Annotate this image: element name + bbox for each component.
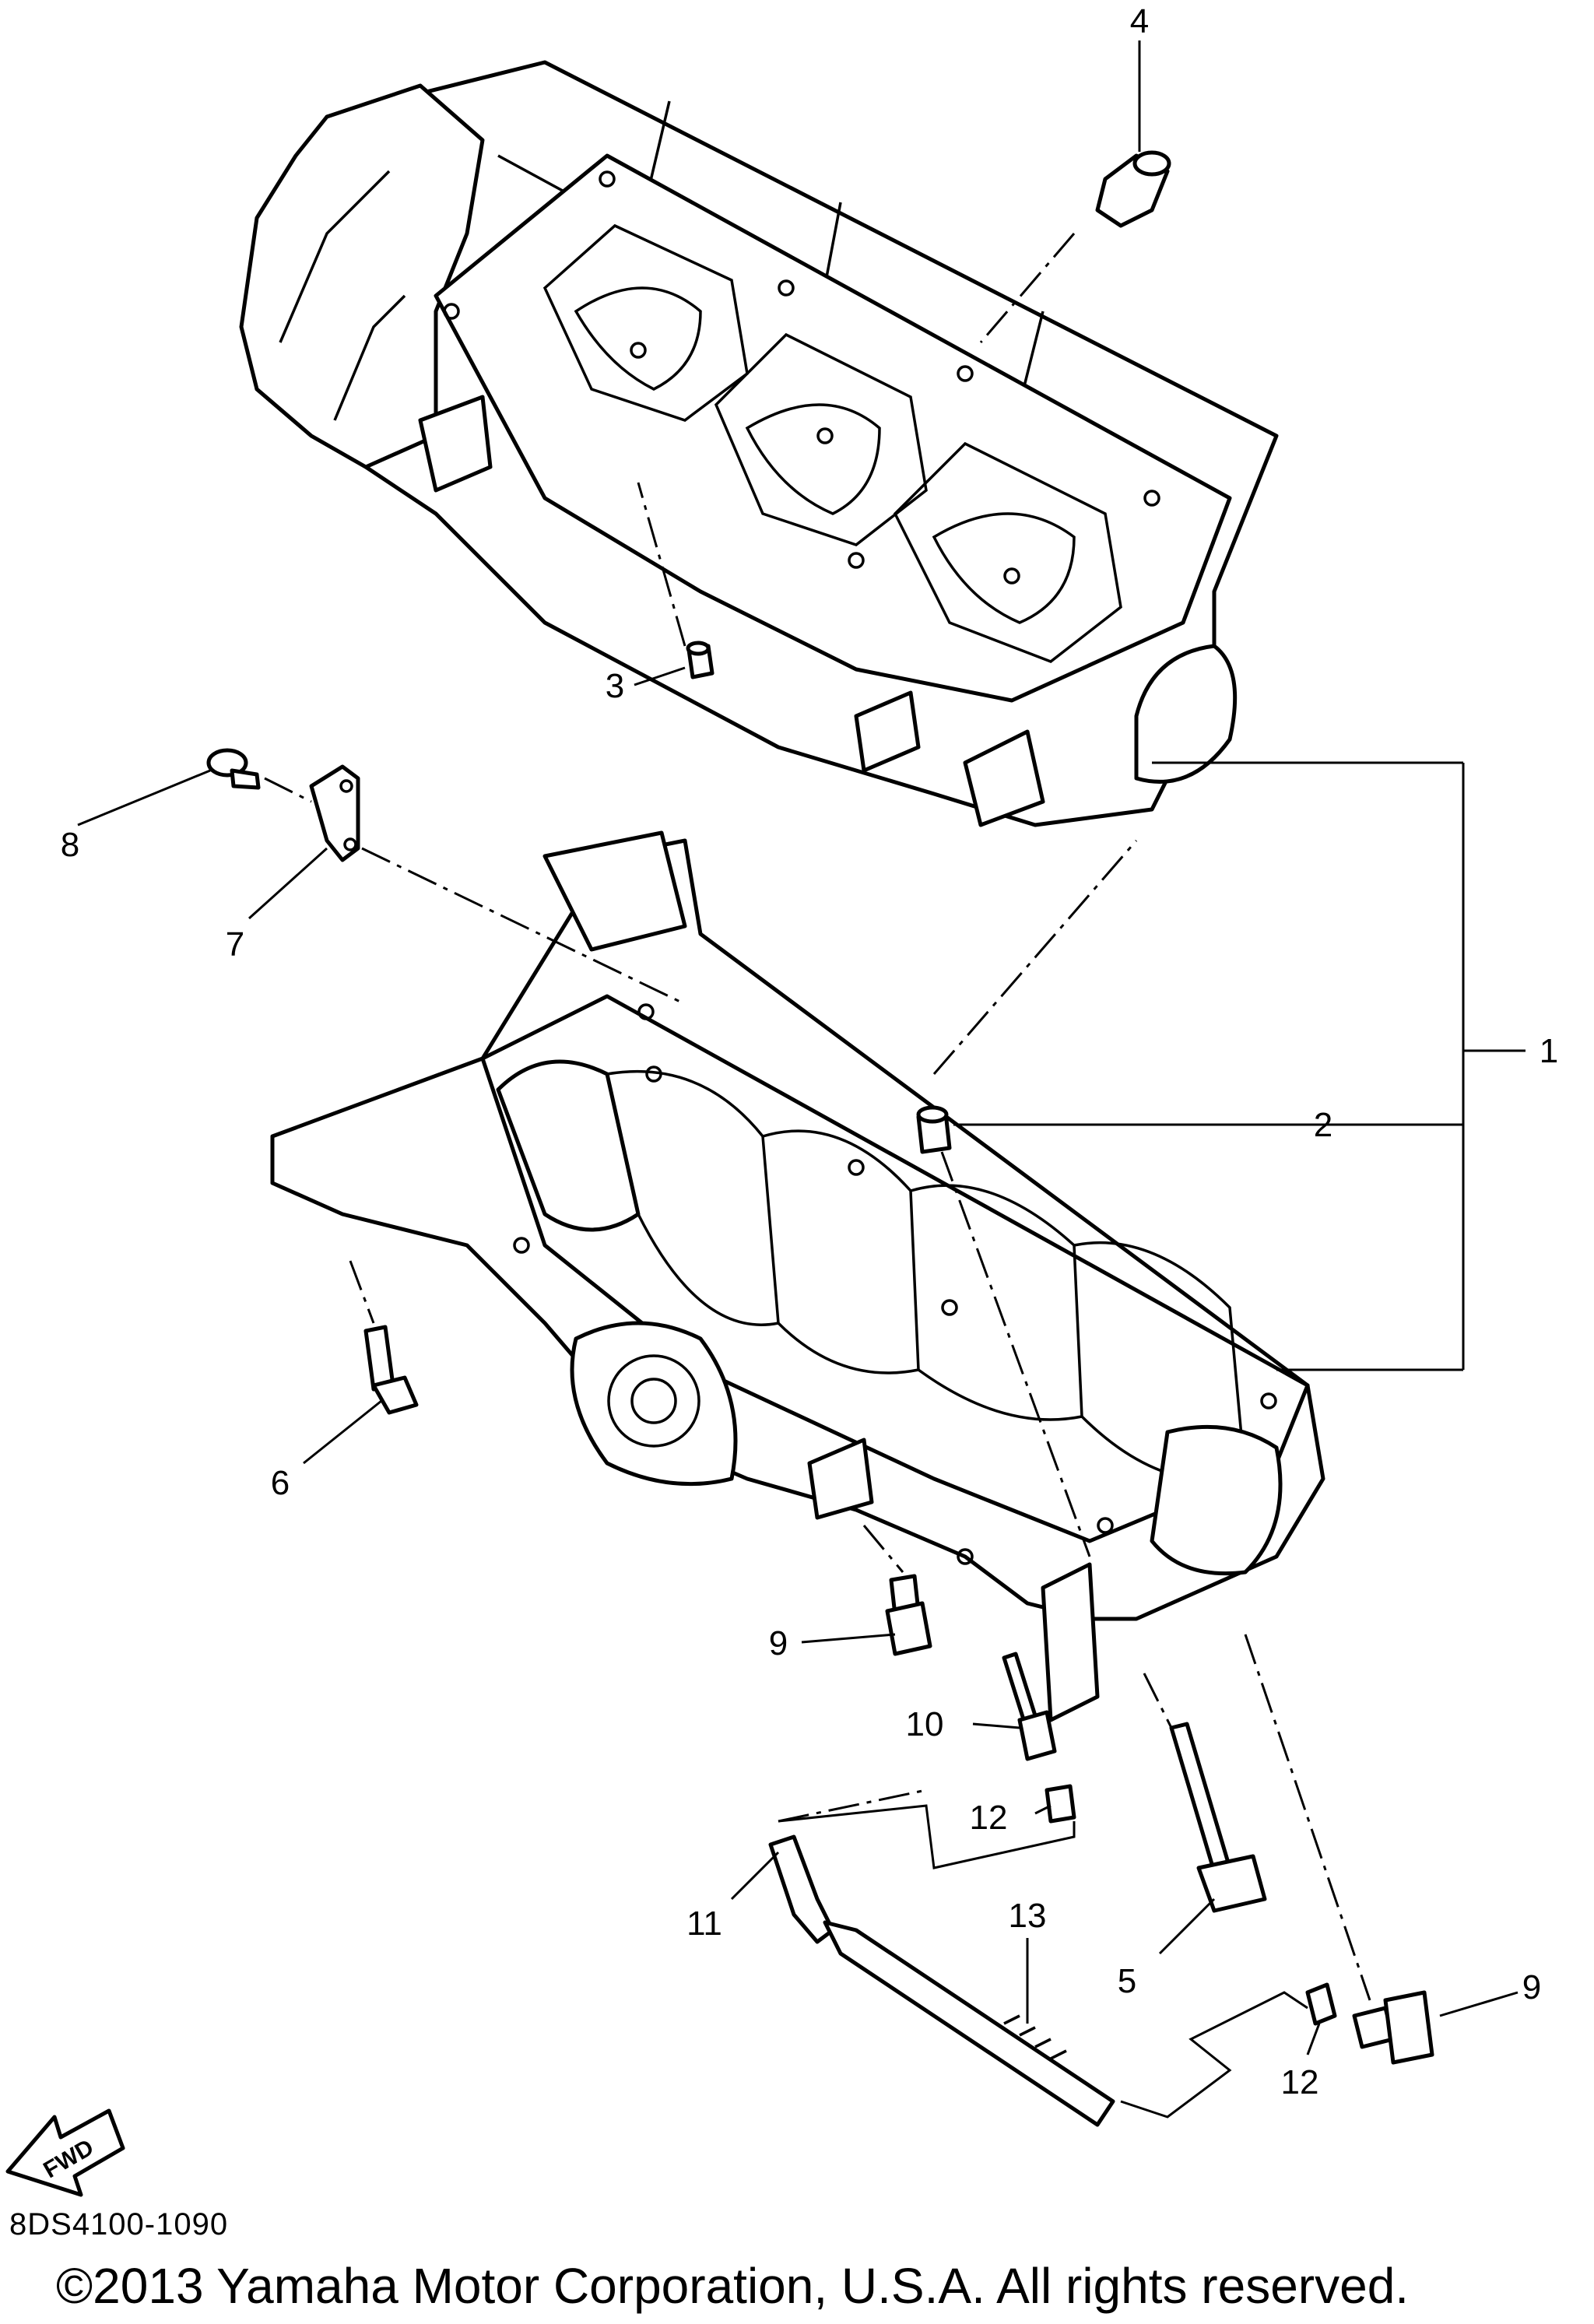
upper-crankcase [239,60,1279,827]
part-4-plug [1095,150,1171,228]
lower-crankcase [270,830,1325,1722]
part-7-bracket [309,764,360,862]
part-12-clamp-upper [1045,1784,1076,1824]
part-12-clamp-lower [1305,1982,1337,2026]
part-2-dowel [916,1105,952,1154]
part-6-bolt [363,1325,419,1415]
callout-12-lower: 12 [1281,2063,1319,2101]
callout-labels: 4 3 8 7 1 2 6 9 10 12 11 13 5 9 12 [61,2,1558,2101]
callout-2: 2 [1314,1106,1332,1144]
part-5-bolt [1169,1722,1267,1913]
part-9-fitting-left [885,1574,932,1656]
callout-6: 6 [271,1464,290,1502]
fwd-arrow-icon: FWD [5,2108,125,2197]
callout-7: 7 [226,925,244,964]
part-10-fitting [1002,1652,1057,1761]
callout-9-right: 9 [1522,1968,1541,2006]
callout-4: 4 [1130,2,1149,40]
callout-3: 3 [606,667,624,705]
callout-12-upper: 12 [970,1799,1008,1837]
callout-5: 5 [1118,1962,1136,2000]
leader-lines [77,40,1526,2119]
callout-10: 10 [906,1705,944,1743]
part-8-bolt [206,748,261,790]
part-3-dowel [686,641,714,679]
callout-8: 8 [61,826,79,864]
callout-1: 1 [1540,1032,1558,1070]
drawing-code: 8DS4100-1090 [9,2207,229,2242]
callout-9-left: 9 [769,1624,788,1662]
part-9-elbow-right [1352,1990,1434,2065]
callout-11: 11 [686,1904,722,1943]
copyright-notice: ©2013 Yamaha Motor Corporation, U.S.A. A… [56,2258,1410,2314]
callout-13: 13 [1009,1897,1047,1935]
part-11-13-hose [768,1834,1115,2127]
